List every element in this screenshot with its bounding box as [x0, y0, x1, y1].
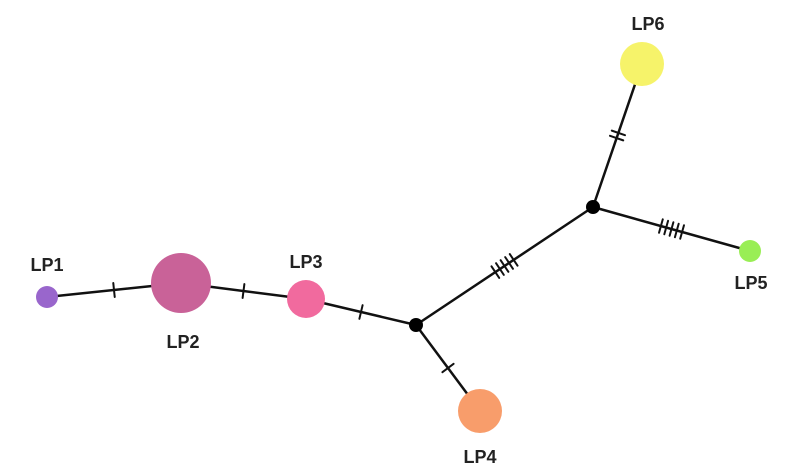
median-vector-node [409, 318, 423, 332]
mutation-tick [112, 282, 116, 298]
mutation-ticks [112, 129, 685, 374]
node-label-lp1: LP1 [30, 255, 63, 275]
haplotype-node-lp6 [620, 42, 664, 86]
mutation-tick [610, 129, 627, 137]
mutation-tick [441, 362, 455, 374]
mutation-tick [673, 222, 680, 239]
mutation-tick [658, 218, 664, 234]
mutation-tick [608, 134, 625, 142]
mutation-tick [668, 221, 675, 237]
mutation-tick [495, 262, 505, 276]
node-label-lp6: LP6 [631, 14, 664, 34]
mutation-tick [663, 219, 670, 236]
node-label-lp2: LP2 [166, 332, 199, 352]
edge-h2-lp6 [591, 62, 644, 209]
mutation-tick [504, 256, 514, 270]
haplotype-node-lp2 [151, 253, 211, 313]
network-nodes [36, 42, 761, 433]
haplotype-node-lp3 [287, 280, 325, 318]
mutation-tick [358, 304, 364, 320]
mutation-tick [499, 259, 510, 273]
mutation-tick [679, 224, 685, 240]
haplotype-node-lp5 [739, 240, 761, 262]
median-vector-node [586, 200, 600, 214]
node-label-lp3: LP3 [289, 252, 322, 272]
mutation-tick [508, 253, 519, 267]
mutation-tick [241, 283, 246, 299]
haplotype-node-lp4 [458, 389, 502, 433]
mutation-tick [490, 265, 501, 279]
node-label-lp4: LP4 [463, 447, 496, 467]
network-edges [45, 62, 752, 413]
node-label-lp5: LP5 [734, 273, 767, 293]
haplotype-node-lp1 [36, 286, 58, 308]
